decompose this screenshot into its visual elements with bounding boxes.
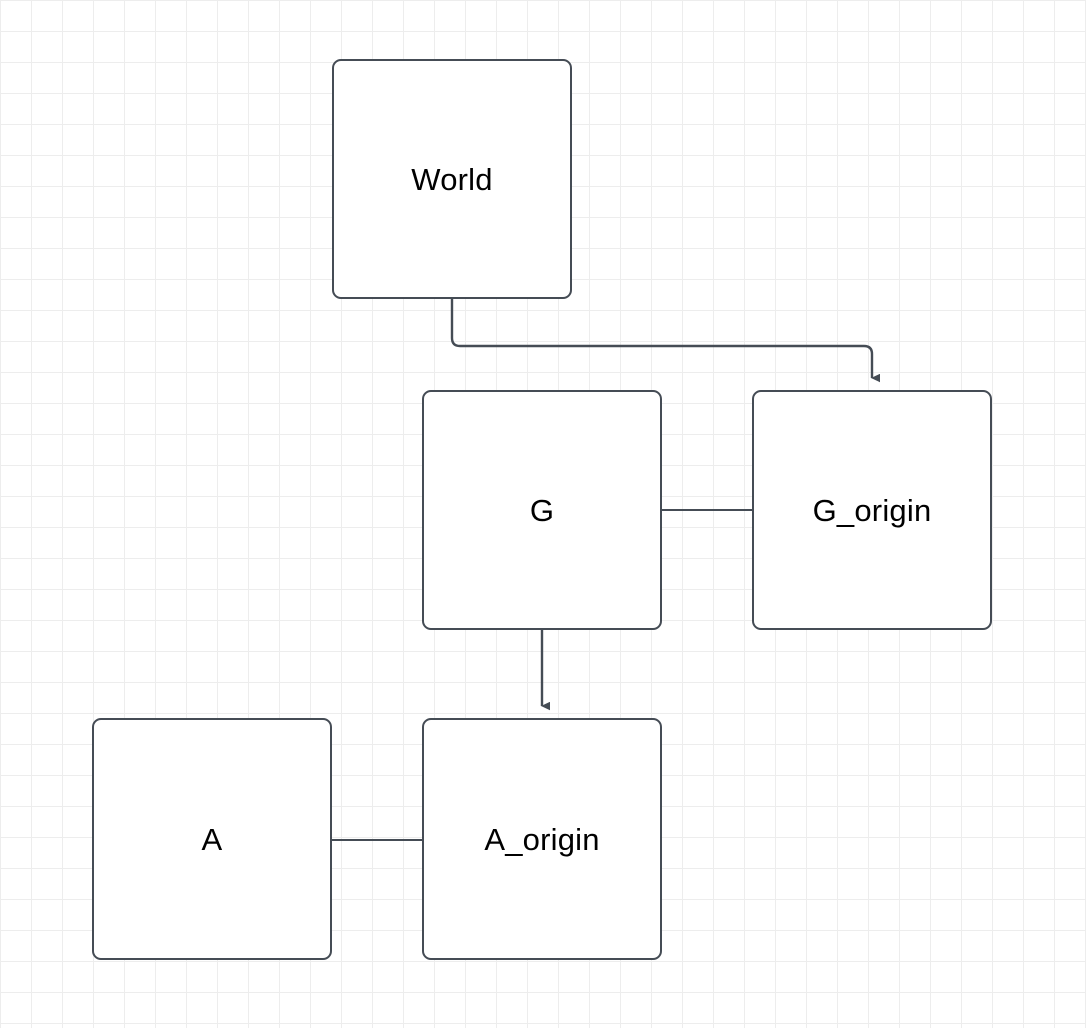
node-g-label: G	[529, 492, 555, 528]
node-a-origin-label: A_origin	[484, 821, 600, 857]
node-g-origin[interactable]: G_origin	[752, 390, 992, 630]
node-a-label: A	[201, 821, 223, 857]
node-a-origin[interactable]: A_origin	[422, 718, 662, 960]
node-world-label: World	[411, 161, 493, 197]
node-world[interactable]: World	[332, 59, 572, 299]
node-g[interactable]: G	[422, 390, 662, 630]
node-a[interactable]: A	[92, 718, 332, 960]
node-g-origin-label: G_origin	[812, 492, 932, 528]
edge-world-to-g-origin	[450, 299, 880, 383]
